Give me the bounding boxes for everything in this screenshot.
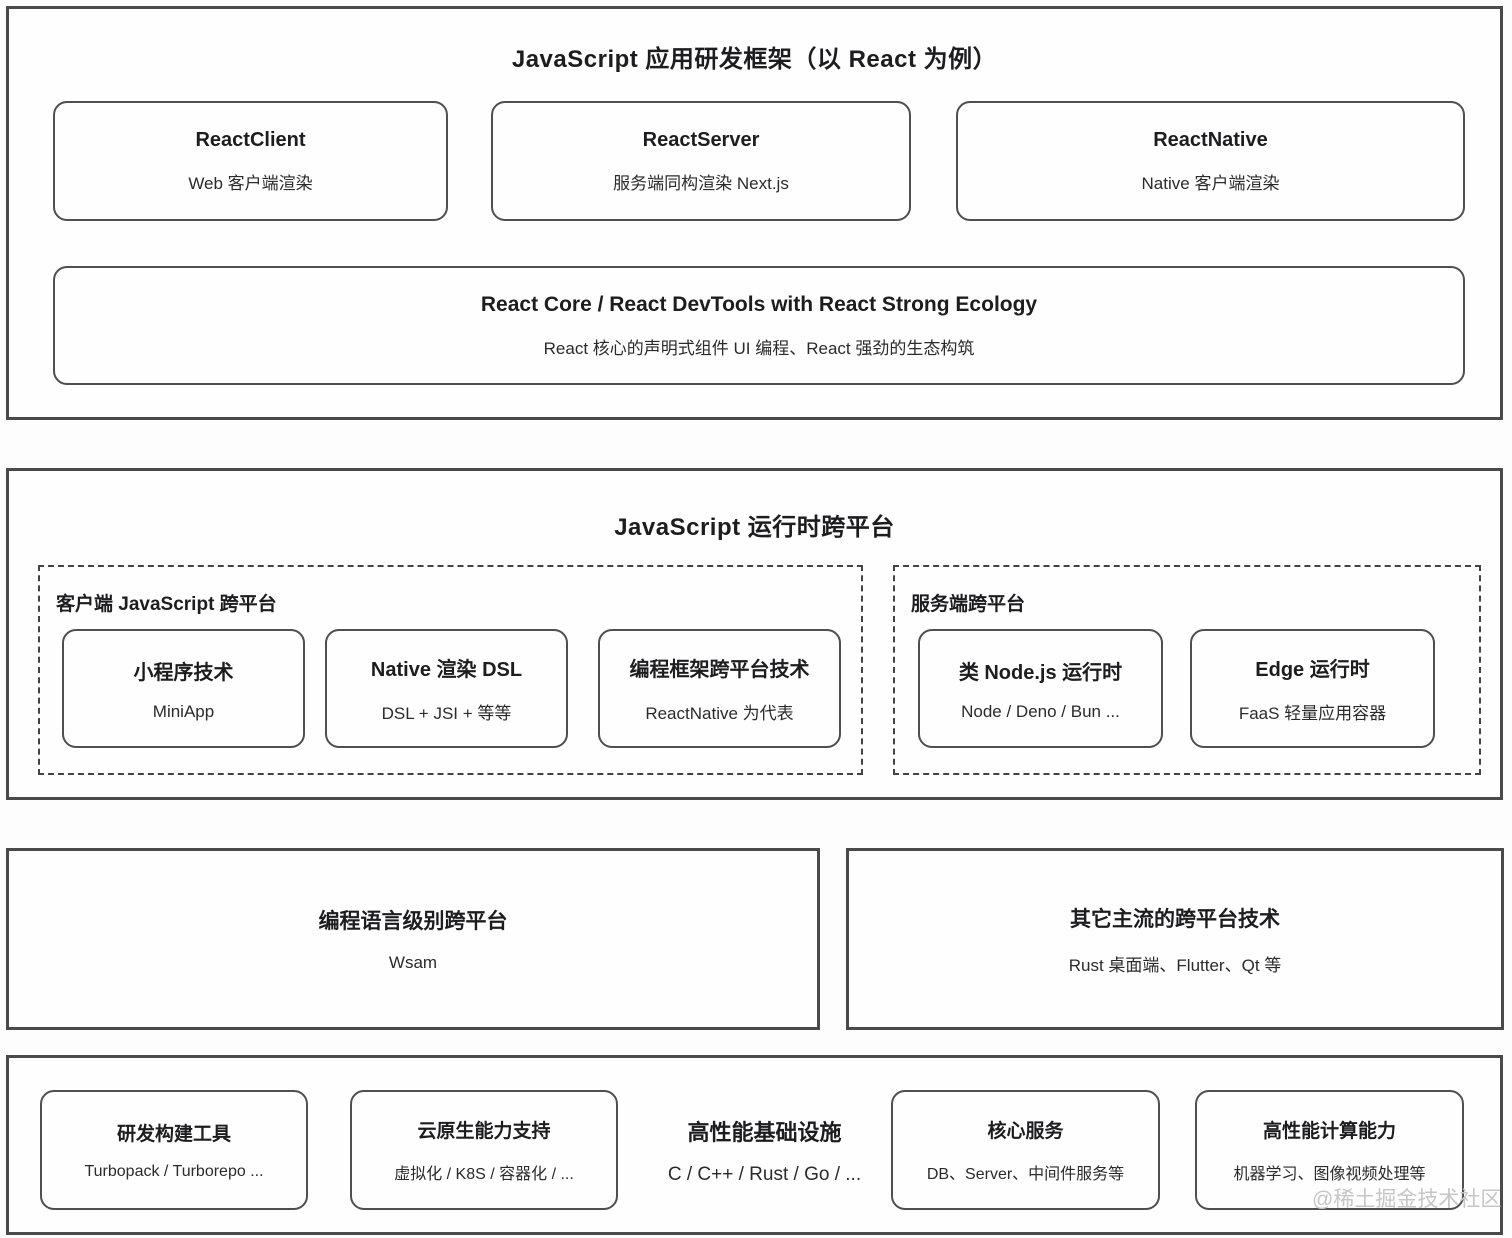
group-client-runtime-label: 客户端 JavaScript 跨平台: [56, 594, 277, 615]
card-react-client: ReactClient Web 客户端渲染: [53, 101, 448, 221]
section-infrastructure: 研发构建工具 Turbopack / Turborepo ... 云原生能力支持…: [6, 1055, 1503, 1235]
card-react-server: ReactServer 服务端同构渲染 Next.js: [491, 101, 911, 221]
card-high-perf-infra: 高性能基础设施 C / C++ / Rust / Go / ...: [622, 1090, 907, 1210]
section-runtime: JavaScript 运行时跨平台 客户端 JavaScript 跨平台 小程序…: [6, 468, 1503, 800]
section-other-mainstream-subtitle: Rust 桌面端、Flutter、Qt 等: [1068, 955, 1282, 975]
card-miniapp: 小程序技术 MiniApp: [62, 629, 305, 748]
card-react-native-title: ReactNative: [1153, 128, 1268, 151]
group-client-runtime: 客户端 JavaScript 跨平台 小程序技术 MiniApp Native …: [38, 565, 863, 775]
card-react-native-subtitle: Native 客户端渲染: [1141, 173, 1280, 193]
card-react-server-title: ReactServer: [642, 128, 760, 151]
card-nodejs-runtime: 类 Node.js 运行时 Node / Deno / Bun ...: [918, 629, 1163, 748]
section-app-framework-title: JavaScript 应用研发框架（以 React 为例）: [511, 46, 998, 73]
card-react-core: React Core / React DevTools with React S…: [53, 266, 1465, 385]
card-react-core-title: React Core / React DevTools with React S…: [480, 292, 1038, 316]
card-core-services-title: 核心服务: [987, 1121, 1064, 1142]
card-build-tools-title: 研发构建工具: [116, 1124, 231, 1145]
section-language-level-subtitle: Wsam: [388, 953, 438, 972]
card-edge-runtime-subtitle: FaaS 轻量应用容器: [1238, 704, 1387, 723]
card-framework-crossplatform-title: 编程框架跨平台技术: [629, 659, 810, 681]
card-high-perf-infra-title: 高性能基础设施: [687, 1119, 842, 1145]
group-server-runtime: 服务端跨平台 类 Node.js 运行时 Node / Deno / Bun .…: [893, 565, 1481, 775]
card-framework-crossplatform-subtitle: ReactNative 为代表: [645, 704, 794, 723]
card-cloud-native: 云原生能力支持 虚拟化 / K8S / 容器化 / ...: [350, 1090, 618, 1210]
card-nodejs-runtime-subtitle: Node / Deno / Bun ...: [961, 701, 1120, 721]
card-native-dsl-subtitle: DSL + JSI + 等等: [381, 704, 512, 723]
group-server-runtime-label: 服务端跨平台: [911, 594, 1026, 615]
section-runtime-title: JavaScript 运行时跨平台: [614, 514, 895, 541]
card-react-native: ReactNative Native 客户端渲染: [956, 101, 1465, 221]
card-high-perf-infra-subtitle: C / C++ / Rust / Go / ...: [667, 1163, 862, 1185]
card-build-tools-subtitle: Turbopack / Turborepo ...: [84, 1163, 264, 1180]
card-react-client-title: ReactClient: [195, 128, 306, 151]
card-core-services-subtitle: DB、Server、中间件服务等: [926, 1166, 1125, 1183]
section-language-level-title: 编程语言级别跨平台: [318, 910, 508, 933]
card-high-perf-computing-title: 高性能计算能力: [1262, 1121, 1396, 1142]
card-react-server-subtitle: 服务端同构渲染 Next.js: [613, 173, 789, 193]
card-build-tools: 研发构建工具 Turbopack / Turborepo ...: [40, 1090, 308, 1210]
card-cloud-native-title: 云原生能力支持: [417, 1121, 551, 1142]
card-miniapp-title: 小程序技术: [133, 661, 234, 684]
section-other-mainstream: 其它主流的跨平台技术 Rust 桌面端、Flutter、Qt 等: [846, 848, 1504, 1030]
section-language-level: 编程语言级别跨平台 Wsam: [6, 848, 820, 1030]
card-high-perf-computing-subtitle: 机器学习、图像视频处理等: [1233, 1166, 1426, 1183]
card-nodejs-runtime-title: 类 Node.js 运行时: [958, 661, 1123, 684]
card-native-dsl-title: Native 渲染 DSL: [370, 659, 523, 681]
card-miniapp-subtitle: MiniApp: [152, 701, 215, 721]
section-app-framework: JavaScript 应用研发框架（以 React 为例） ReactClien…: [6, 6, 1503, 420]
card-high-perf-computing: 高性能计算能力 机器学习、图像视频处理等: [1195, 1090, 1464, 1210]
watermark-text: @稀土掘金技术社区: [1312, 1188, 1502, 1211]
card-native-dsl: Native 渲染 DSL DSL + JSI + 等等: [325, 629, 568, 748]
card-react-client-subtitle: Web 客户端渲染: [188, 173, 313, 193]
card-edge-runtime-title: Edge 运行时: [1255, 659, 1370, 681]
section-other-mainstream-title: 其它主流的跨平台技术: [1070, 907, 1280, 931]
card-react-core-subtitle: React 核心的声明式组件 UI 编程、React 强劲的生态构筑: [543, 338, 975, 358]
card-core-services: 核心服务 DB、Server、中间件服务等: [891, 1090, 1160, 1210]
card-framework-crossplatform: 编程框架跨平台技术 ReactNative 为代表: [598, 629, 841, 748]
card-edge-runtime: Edge 运行时 FaaS 轻量应用容器: [1190, 629, 1435, 748]
card-cloud-native-subtitle: 虚拟化 / K8S / 容器化 / ...: [394, 1166, 574, 1183]
